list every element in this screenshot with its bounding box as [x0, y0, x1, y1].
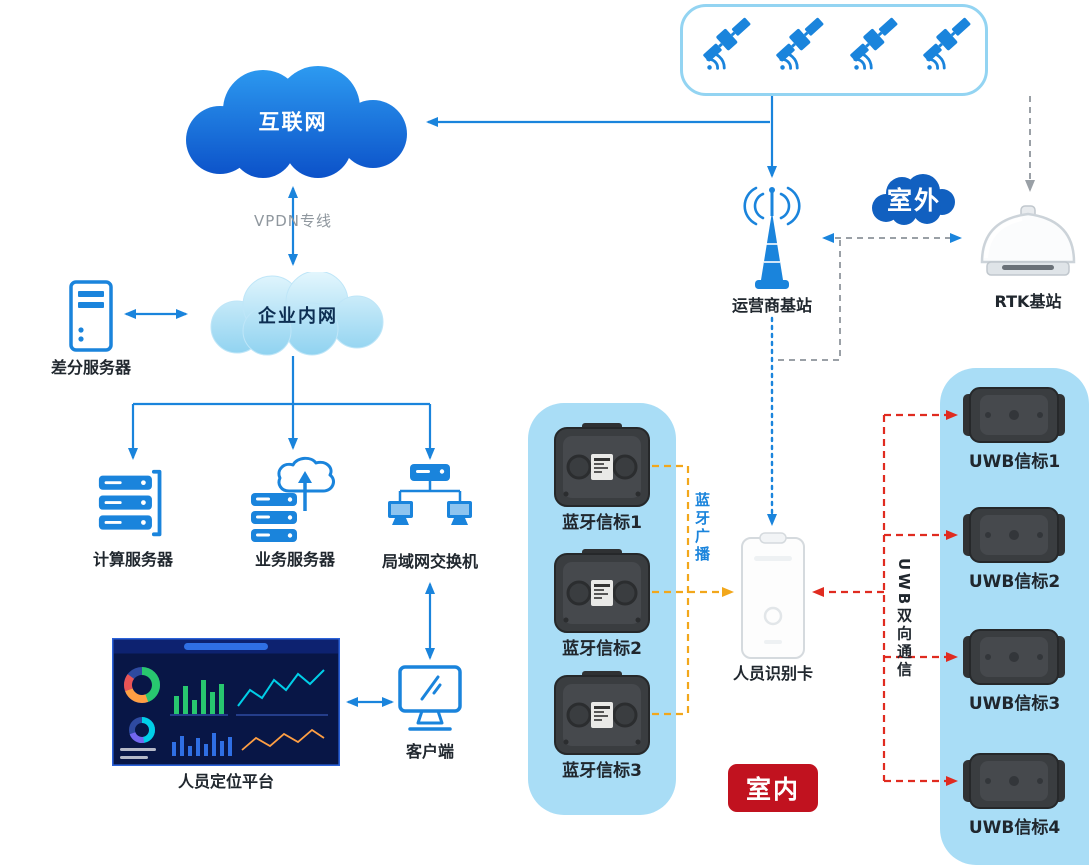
carrier-base-station-icon [728, 182, 816, 294]
internet-label: 互联网 [258, 110, 328, 134]
uwb-links [812, 410, 958, 786]
carrier-base-station-label: 运营商基站 [731, 296, 812, 315]
positioning-platform-label: 人员定位平台 [177, 772, 274, 791]
uwb-beacon-label: UWB信标4 [968, 818, 1061, 838]
satellite-icon [764, 11, 830, 89]
bluetooth-beacon-icon [552, 548, 652, 636]
business-server-label: 业务服务器 [254, 550, 335, 569]
compute-server-label: 计算服务器 [92, 550, 173, 569]
rtk-base-station-label: RTK基站 [994, 292, 1062, 311]
satellite-icon [691, 11, 757, 89]
intranet-label: 企业内网 [258, 306, 338, 327]
satellite-icon [911, 11, 977, 89]
diff-server-icon [62, 280, 120, 358]
intranet-cloud: 企业内网 [192, 272, 404, 356]
uwb-beacon-label: UWB信标1 [968, 452, 1061, 472]
uwb-beacon-icon [962, 384, 1066, 446]
outdoor-zone-label: 室外 [886, 186, 941, 215]
satellite-icon [838, 11, 904, 89]
person-id-card-icon [740, 532, 806, 660]
compute-server-icon [97, 465, 169, 543]
bluetooth-beacon-label: 蓝牙信标1 [562, 513, 642, 533]
outdoor-zone-badge: 室外 [866, 172, 962, 226]
uwb-bidirectional-label: UWB双向通信 [895, 558, 913, 680]
positioning-platform-screenshot [112, 638, 340, 766]
bluetooth-beacon-label: 蓝牙信标2 [562, 639, 642, 659]
uwb-beacon-icon [962, 626, 1066, 688]
client-label: 客户端 [405, 742, 454, 761]
uwb-beacon-icon [962, 750, 1066, 812]
lan-switch-label: 局域网交换机 [381, 552, 478, 571]
rtk-base-station-icon [972, 198, 1084, 290]
uwb-beacon-label: UWB信标2 [968, 572, 1061, 592]
bluetooth-beacon-icon [552, 422, 652, 510]
bluetooth-beacon-label: 蓝牙信标3 [562, 761, 642, 781]
client-icon [398, 665, 462, 739]
bluetooth-broadcast-label: 蓝牙广播 [693, 492, 711, 564]
person-id-card-label: 人员识别卡 [732, 664, 813, 683]
uwb-beacon-label: UWB信标3 [968, 694, 1061, 714]
cloud-icon [186, 66, 407, 178]
uwb-beacon-icon [962, 504, 1066, 566]
vpdn-line-label: VPDN专线 [253, 212, 333, 230]
satellite-constellation-box [680, 4, 988, 96]
indoor-zone-label: 室内 [745, 775, 800, 804]
business-server-icon [249, 455, 341, 543]
lan-switch-icon [387, 462, 473, 544]
internet-cloud: 互联网 [168, 62, 418, 180]
bluetooth-beacon-icon [552, 670, 652, 758]
indoor-zone-badge: 室内 [728, 764, 818, 812]
diff-server-label: 差分服务器 [50, 358, 131, 377]
cloud-icon [210, 272, 384, 356]
